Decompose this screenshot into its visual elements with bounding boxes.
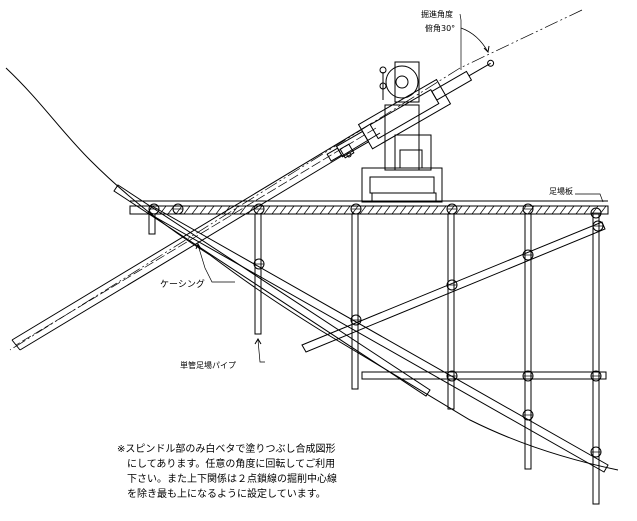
- pipe-label: 単管足場パイプ: [180, 360, 236, 370]
- excavation-center-line: [459, 9, 583, 69]
- casing-label: ケーシング: [160, 278, 205, 290]
- casing-leader: [197, 244, 235, 283]
- angle-value: 俯角30°: [425, 23, 455, 33]
- scaffold-board-label: 足場板: [549, 186, 573, 196]
- pipe-couplers: [148, 203, 604, 458]
- lower-horizontal-pipe: [361, 371, 607, 380]
- note-line-2: にしてあります。任意の角度に回転してご利用: [127, 459, 336, 470]
- note-line-4: を除き最も上になるように設定しています。: [127, 489, 326, 500]
- ground-slope-line: [5, 67, 619, 471]
- note-text: ※スピンドル部のみ白ベタで塗りつぶし合成図形 にしてあります。任意の角度に回転し…: [117, 442, 417, 502]
- angle-arc: [460, 27, 489, 53]
- note-line-1: ※スピンドル部のみ白ベタで塗りつぶし合成図形: [117, 444, 336, 455]
- scaffold-board: [129, 200, 609, 215]
- note-line-3: 下さい。また上下関係は２点鎖線の掘削中心線: [127, 474, 337, 485]
- diagonal-braces: [113, 184, 609, 473]
- board-leader: [575, 193, 604, 203]
- drilling-machine: [326, 59, 495, 203]
- angle-title: 掘進角度: [421, 9, 453, 19]
- pipe-leader: [257, 339, 265, 363]
